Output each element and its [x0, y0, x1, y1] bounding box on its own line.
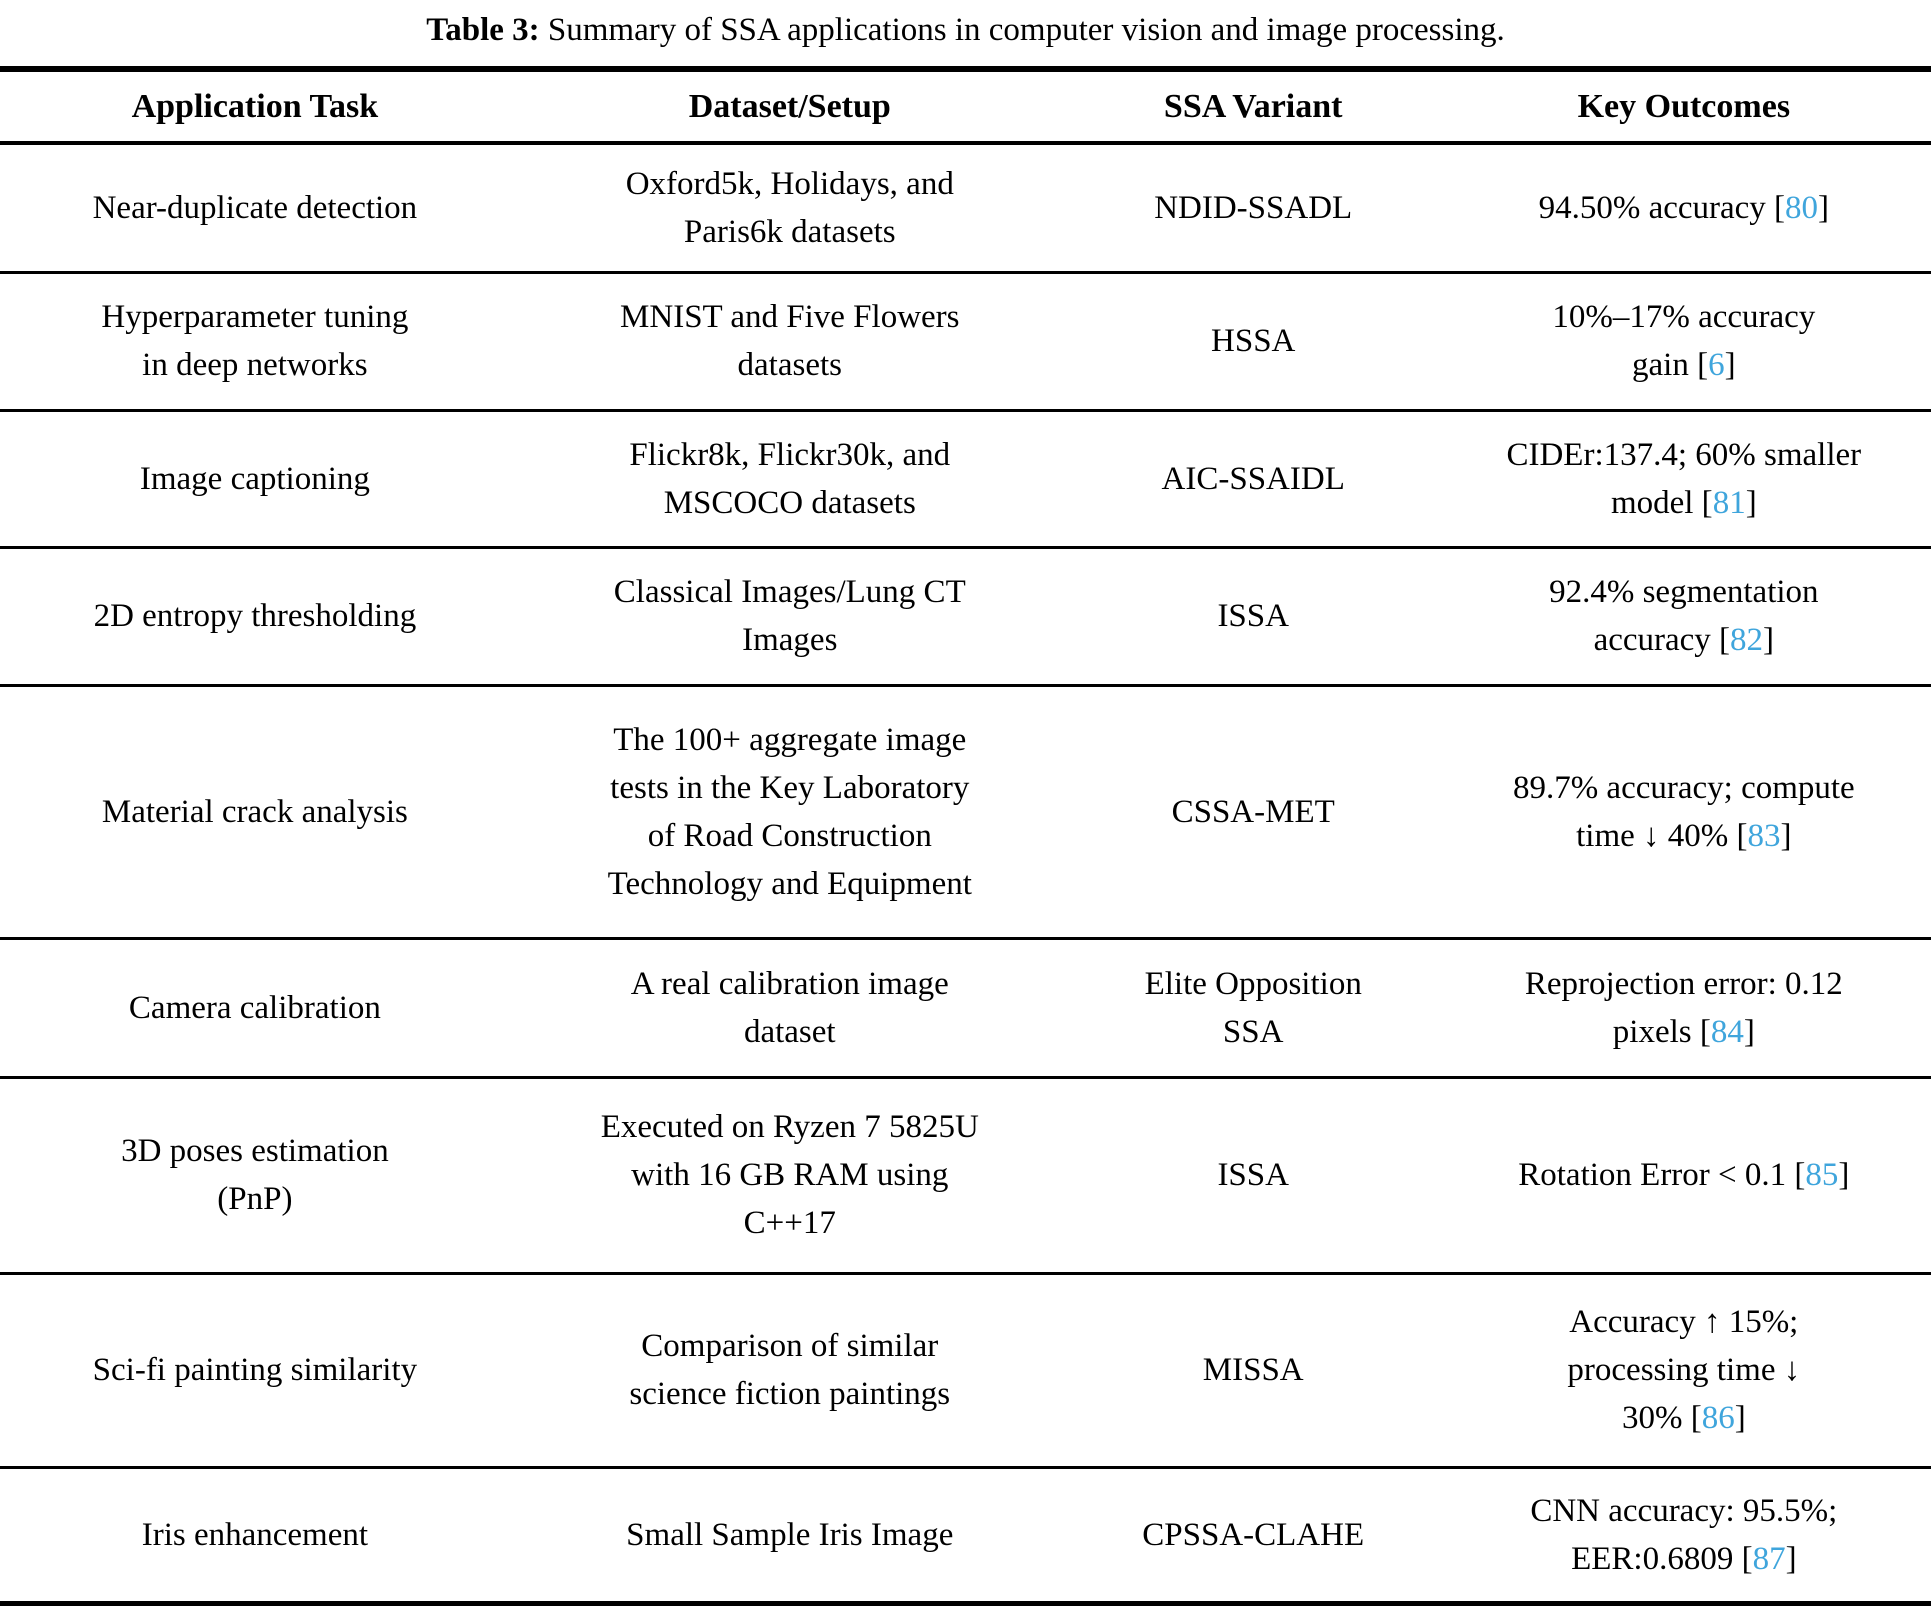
cell-variant: CSSA-MET [1171, 793, 1335, 830]
outcome-close-bracket: ] [1745, 484, 1757, 521]
cell-variant: Elite Opposition SSA [1144, 965, 1362, 1050]
outcome-close-bracket: ] [1780, 817, 1792, 854]
citation-link[interactable]: 83 [1747, 817, 1781, 854]
cell-variant: AIC-SSAIDL [1161, 460, 1345, 497]
cell-dataset: Flickr8k, Flickr30k, and MSCOCO datasets [629, 436, 951, 521]
header-key-outcomes: Key Outcomes [1577, 87, 1791, 125]
cell-outcome: 92.4% segmentation accuracy [82] [1437, 547, 1931, 685]
table-row: Material crack analysis The 100+ aggrega… [0, 685, 1931, 938]
cell-outcome: 94.50% accuracy [80] [1437, 143, 1931, 272]
cell-dataset: Executed on Ryzen 7 5825U with 16 GB RAM… [600, 1109, 979, 1241]
cell-task: 2D entropy thresholding [93, 598, 417, 634]
header-application-task: Application Task [131, 87, 379, 125]
table-caption-label: Table 3: [426, 12, 540, 48]
table-row: Image captioning Flickr8k, Flickr30k, an… [0, 410, 1931, 547]
cell-variant: MISSA [1202, 1352, 1304, 1388]
header-ssa-variant: SSA Variant [1163, 87, 1343, 125]
cell-outcome: 10%–17% accuracy gain [6] [1437, 272, 1931, 410]
cell-dataset: Classical Images/Lung CT Images [613, 574, 966, 658]
cell-dataset: MNIST and Five Flowers datasets [620, 299, 960, 383]
outcome-text: 94.50% accuracy [ [1538, 189, 1786, 226]
citation-link[interactable]: 6 [1708, 347, 1725, 383]
outcome-close-bracket: ] [1763, 622, 1775, 658]
table-row: Near-duplicate detection Oxford5k, Holid… [0, 143, 1931, 272]
table-row: 3D poses estimation (PnP) Executed on Ry… [0, 1077, 1931, 1273]
citation-link[interactable]: 85 [1805, 1157, 1839, 1193]
cell-variant: ISSA [1217, 1157, 1289, 1193]
cell-outcome: Reprojection error: 0.12 pixels [84] [1437, 938, 1931, 1077]
outcome-close-bracket: ] [1838, 1157, 1850, 1193]
cell-variant: CPSSA-CLAHE [1142, 1516, 1365, 1553]
citation-link[interactable]: 84 [1710, 1013, 1744, 1050]
outcome-close-bracket: ] [1785, 1540, 1797, 1577]
outcome-close-bracket: ] [1734, 1400, 1746, 1436]
cell-variant: NDID-SSADL [1154, 189, 1353, 226]
outcome-text: Reprojection error: 0.12 pixels [ [1524, 965, 1843, 1050]
table-row: Camera calibration A real calibration im… [0, 938, 1931, 1077]
table-row: Iris enhancement Small Sample Iris Image… [0, 1467, 1931, 1603]
cell-variant: HSSA [1211, 323, 1296, 359]
outcome-text: Rotation Error < 0.1 [ [1518, 1157, 1806, 1193]
cell-outcome: Rotation Error < 0.1 [85] [1437, 1077, 1931, 1273]
cell-dataset: The 100+ aggregate image tests in the Ke… [607, 721, 972, 902]
table-row: Sci-fi painting similarity Comparison of… [0, 1273, 1931, 1467]
cell-task: Sci-fi painting similarity [92, 1352, 418, 1388]
outcome-text: 10%–17% accuracy gain [ [1552, 299, 1816, 383]
cell-task: Camera calibration [128, 989, 381, 1026]
table-caption: Table 3: Summary of SSA applications in … [0, 0, 1931, 66]
outcome-text: 92.4% segmentation accuracy [ [1549, 574, 1819, 658]
citation-link[interactable]: 81 [1712, 484, 1746, 521]
citation-link[interactable]: 87 [1752, 1540, 1786, 1577]
cell-outcome: 89.7% accuracy; compute time ↓ 40% [83] [1437, 685, 1931, 938]
outcome-text: 89.7% accuracy; compute time ↓ 40% [ [1512, 769, 1855, 854]
table-caption-text: Summary of SSA applications in computer … [547, 12, 1505, 48]
outcome-close-bracket: ] [1818, 189, 1830, 226]
outcome-text: CIDEr:137.4; 60% smaller model [ [1506, 436, 1862, 521]
cell-task: Image captioning [139, 460, 370, 497]
citation-link[interactable]: 80 [1785, 189, 1819, 226]
header-dataset-setup: Dataset/Setup [688, 87, 891, 125]
cell-task: Iris enhancement [141, 1516, 369, 1553]
cell-task: Near-duplicate detection [92, 189, 418, 226]
cell-outcome: CIDEr:137.4; 60% smaller model [81] [1437, 410, 1931, 547]
cell-task: 3D poses estimation (PnP) [121, 1133, 389, 1217]
cell-dataset: Oxford5k, Holidays, and Paris6k datasets [625, 165, 954, 250]
cell-dataset: Comparison of similar science fiction pa… [629, 1328, 951, 1412]
outcome-text: CNN accuracy: 95.5%; EER:0.6809 [ [1530, 1492, 1838, 1577]
outcome-close-bracket: ] [1724, 347, 1736, 383]
outcome-text: Accuracy ↑ 15%; processing time ↓ 30% [ [1567, 1304, 1801, 1436]
ssa-applications-table: Application Task Dataset/Setup SSA Varia… [0, 66, 1931, 1606]
cell-outcome: CNN accuracy: 95.5%; EER:0.6809 [87] [1437, 1467, 1931, 1603]
citation-link[interactable]: 86 [1701, 1400, 1735, 1436]
cell-dataset: A real calibration image dataset [630, 965, 949, 1050]
cell-task: Hyperparameter tuning in deep networks [101, 299, 409, 383]
cell-dataset: Small Sample Iris Image [626, 1516, 954, 1553]
outcome-close-bracket: ] [1743, 1013, 1755, 1050]
cell-task: Material crack analysis [101, 793, 408, 830]
table-row: Hyperparameter tuning in deep networks M… [0, 272, 1931, 410]
citation-link[interactable]: 82 [1730, 622, 1764, 658]
cell-outcome: Accuracy ↑ 15%; processing time ↓ 30% [8… [1437, 1273, 1931, 1467]
cell-variant: ISSA [1217, 598, 1289, 634]
header-row: Application Task Dataset/Setup SSA Varia… [0, 69, 1931, 143]
table-row: 2D entropy thresholding Classical Images… [0, 547, 1931, 685]
